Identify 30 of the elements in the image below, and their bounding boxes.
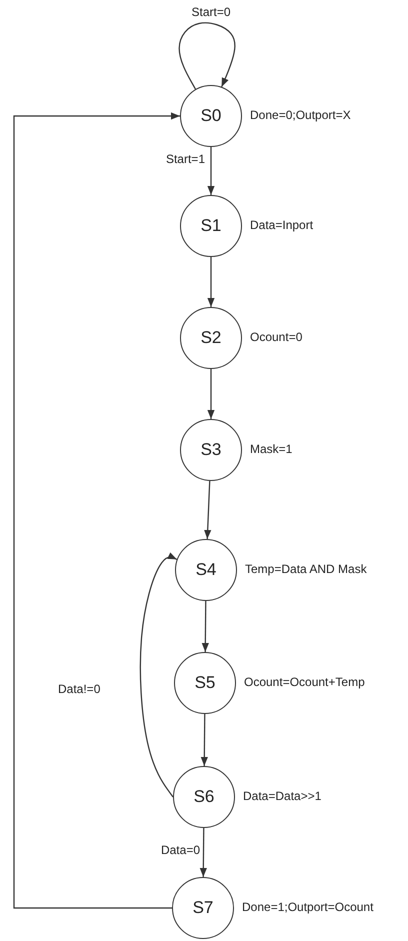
transition-arrow — [204, 480, 212, 540]
transition-arrow — [207, 147, 215, 195]
edge-label: Data=0 — [160, 843, 200, 857]
state-name: S1 — [200, 216, 222, 236]
state-action: Ocount=0 — [250, 330, 302, 344]
state-name: S0 — [200, 106, 222, 126]
edge-label: Start=1 — [166, 152, 205, 166]
state-name: S7 — [192, 898, 214, 918]
state-action: Data=Data>>1 — [243, 789, 322, 803]
state-name: S4 — [196, 560, 216, 580]
state-action: Done=0;Outport=X — [250, 108, 351, 122]
state-name: S5 — [194, 673, 216, 693]
transition-arrow — [13, 112, 180, 909]
transition-arrow — [202, 601, 209, 652]
state-action: Mask=1 — [250, 442, 292, 456]
transition-arrow — [207, 369, 215, 419]
transition-arrow — [200, 828, 207, 877]
state-name: S3 — [200, 440, 222, 460]
state-name: S6 — [194, 787, 214, 807]
transition-arrow — [207, 257, 215, 307]
self-loop-arrow — [178, 22, 236, 90]
state-action: Temp=Data AND Mask — [245, 562, 367, 576]
state-name: S2 — [200, 328, 222, 348]
state-action: Data=Inport — [250, 218, 314, 232]
transition-arrow — [140, 552, 178, 798]
transition-arrow — [200, 714, 208, 766]
state-action: Done=1;Outport=Ocount — [242, 900, 374, 914]
edge-label: Start=0 — [191, 5, 231, 19]
edge-label: Data!=0 — [58, 682, 100, 696]
state-action: Ocount=Ocount+Temp — [244, 675, 365, 689]
